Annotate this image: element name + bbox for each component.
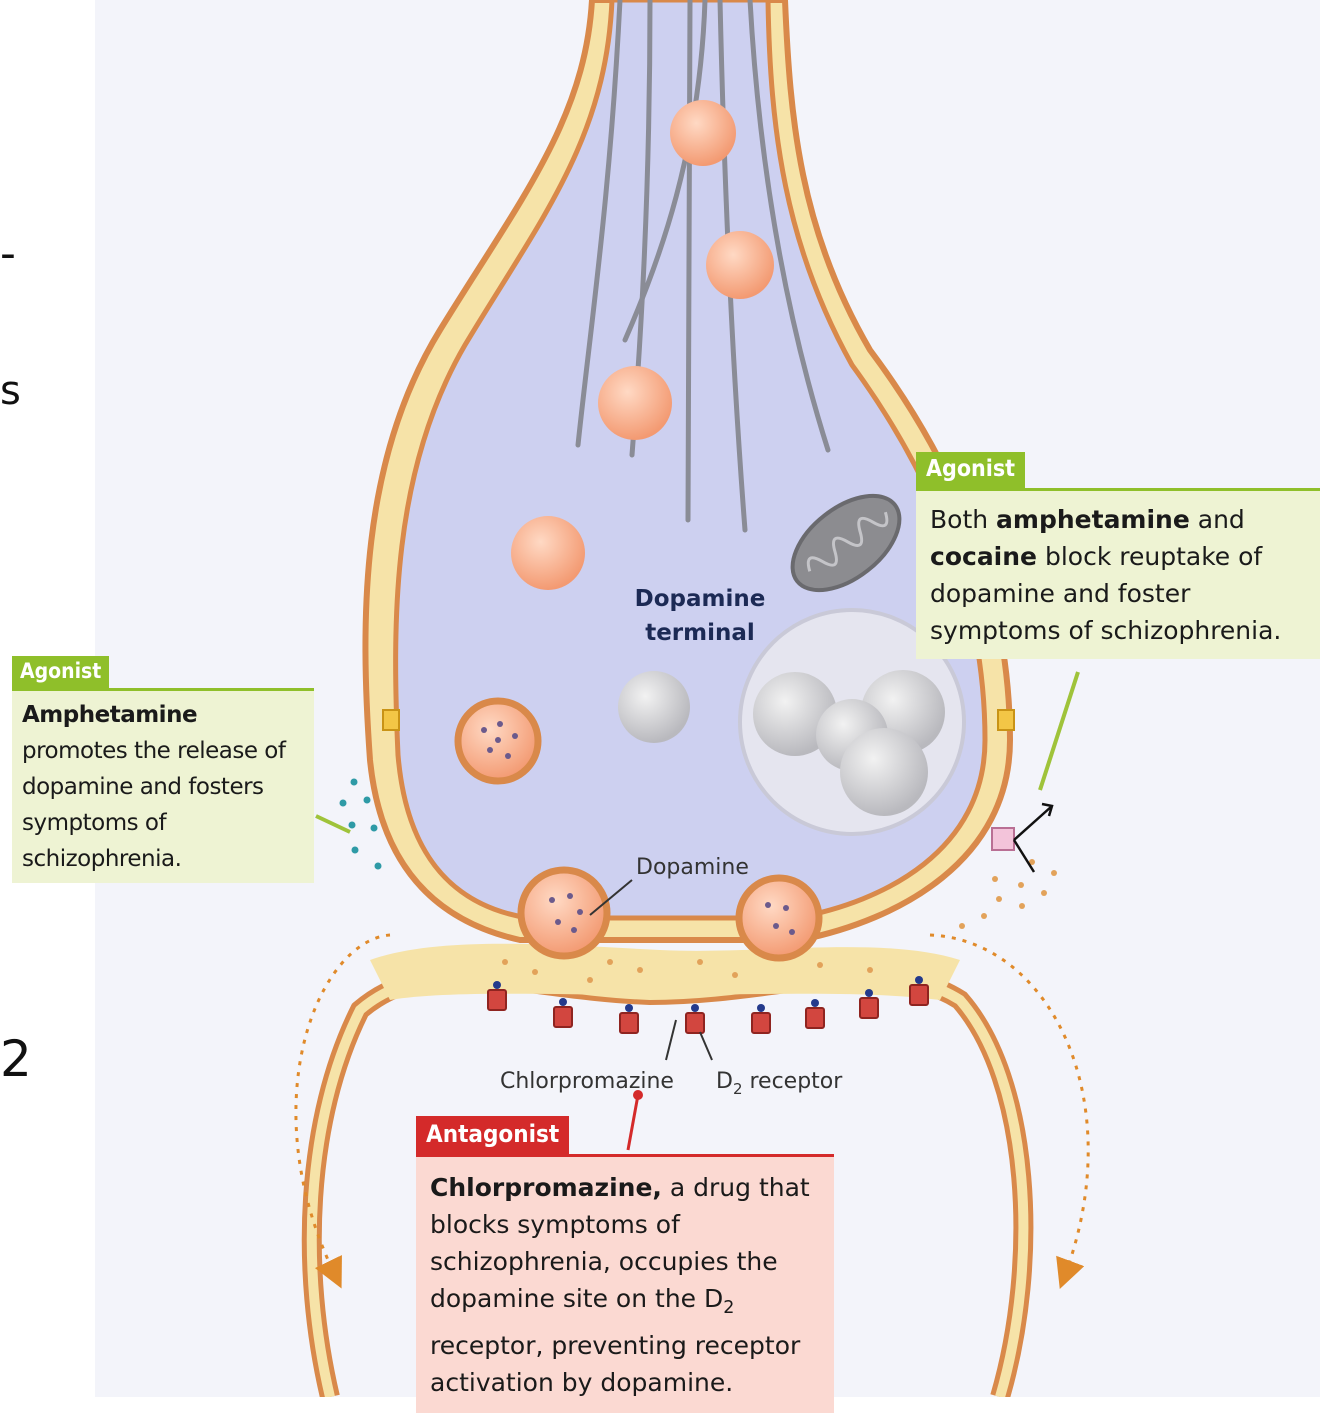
receptor (806, 1008, 824, 1028)
membrane-transporter (383, 710, 399, 730)
agonist-tag: Agonist (916, 452, 1025, 488)
receptor (620, 1013, 638, 1033)
vesicle-docked (521, 870, 607, 956)
vesicle (598, 366, 672, 440)
agonist-text: Both amphetamine and cocaine block reupt… (916, 488, 1320, 659)
receptor (686, 1013, 704, 1033)
agonist-callout-amphetamine: Agonist Amphetamine promotes the release… (12, 656, 314, 883)
agonist-text: Amphetamine promotes the release of dopa… (12, 688, 314, 883)
antagonist-tag: Antagonist (416, 1116, 569, 1154)
vesicle (511, 516, 585, 590)
receptor (860, 998, 878, 1018)
dopamine-label: Dopamine (636, 855, 749, 880)
receptor (910, 985, 928, 1005)
grey-vesicle (618, 671, 690, 743)
agonist-tag: Agonist (12, 656, 109, 688)
membrane-transporter (998, 710, 1014, 730)
vesicle (706, 231, 774, 299)
terminal-label-line2: terminal (645, 620, 755, 646)
receptor (488, 990, 506, 1010)
receptor (752, 1013, 770, 1033)
reuptake-transporter (992, 828, 1014, 850)
vesicle (670, 100, 736, 166)
chlorpromazine-label: Chlorpromazine (500, 1069, 674, 1094)
antagonist-text: Chlorpromazine, a drug that blocks sympt… (416, 1154, 834, 1413)
vesicle-docked (739, 878, 819, 958)
receptor (554, 1007, 572, 1027)
terminal-label-line1: Dopamine (635, 586, 766, 612)
agonist-callout-reuptake: Agonist Both amphetamine and cocaine blo… (916, 452, 1320, 659)
antagonist-callout: Antagonist Chlorpromazine, a drug that b… (416, 1116, 834, 1413)
